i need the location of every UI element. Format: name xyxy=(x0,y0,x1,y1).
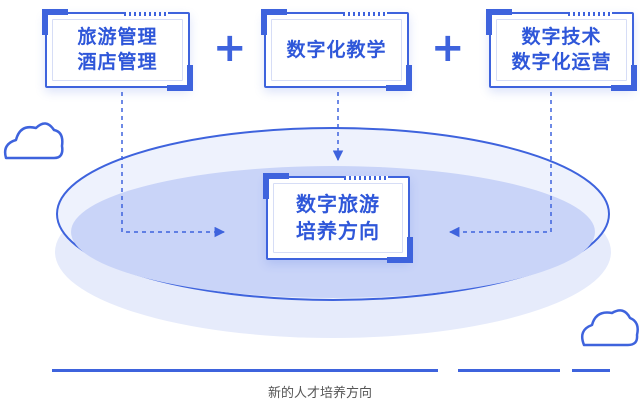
card-corner xyxy=(167,65,193,91)
card-label-line: 旅游管理 xyxy=(77,26,158,48)
divider-bar xyxy=(572,369,610,372)
card-tourism-hotel-management: 旅游管理 酒店管理 xyxy=(42,9,193,91)
card-label-line: 数字旅游 xyxy=(296,192,380,216)
card-digital-teaching: 数字化教学 xyxy=(261,9,412,91)
card-tick-marks xyxy=(568,12,612,16)
card-tick-marks xyxy=(343,12,387,16)
card-label: 数字技术 数字化运营 xyxy=(511,25,611,75)
divider-bar xyxy=(52,369,438,372)
card-corner xyxy=(486,9,512,35)
card-digital-tourism-direction: 数字旅游 培养方向 xyxy=(263,173,413,263)
card-label-line: 数字技术 xyxy=(521,26,602,48)
card-corner xyxy=(261,9,287,35)
card-label-line: 酒店管理 xyxy=(77,51,158,73)
card-corner xyxy=(42,9,68,35)
card-corner xyxy=(386,65,412,91)
cloud-icon xyxy=(3,122,64,160)
plus-operator: + xyxy=(431,25,465,71)
card-label-line: 数字化运营 xyxy=(511,51,612,73)
card-corner xyxy=(263,173,289,199)
card-corner xyxy=(387,237,413,263)
card-tick-marks xyxy=(124,12,168,16)
cloud-icon xyxy=(581,309,639,347)
plus-operator: + xyxy=(213,25,247,71)
divider-bar xyxy=(458,369,560,372)
card-tick-marks xyxy=(344,176,388,180)
connector-right xyxy=(448,92,552,238)
card-digital-tech-operations: 数字技术 数字化运营 xyxy=(486,9,637,91)
connector-left xyxy=(121,92,226,238)
card-label-line: 数字化教学 xyxy=(286,38,387,61)
diagram-caption: 新的人才培养方向 xyxy=(267,386,372,401)
card-label: 数字化教学 xyxy=(286,38,386,63)
card-corner xyxy=(611,65,637,91)
card-label: 旅游管理 酒店管理 xyxy=(77,25,157,75)
card-label-line: 培养方向 xyxy=(296,219,380,243)
card-label: 数字旅游 培养方向 xyxy=(296,191,380,245)
